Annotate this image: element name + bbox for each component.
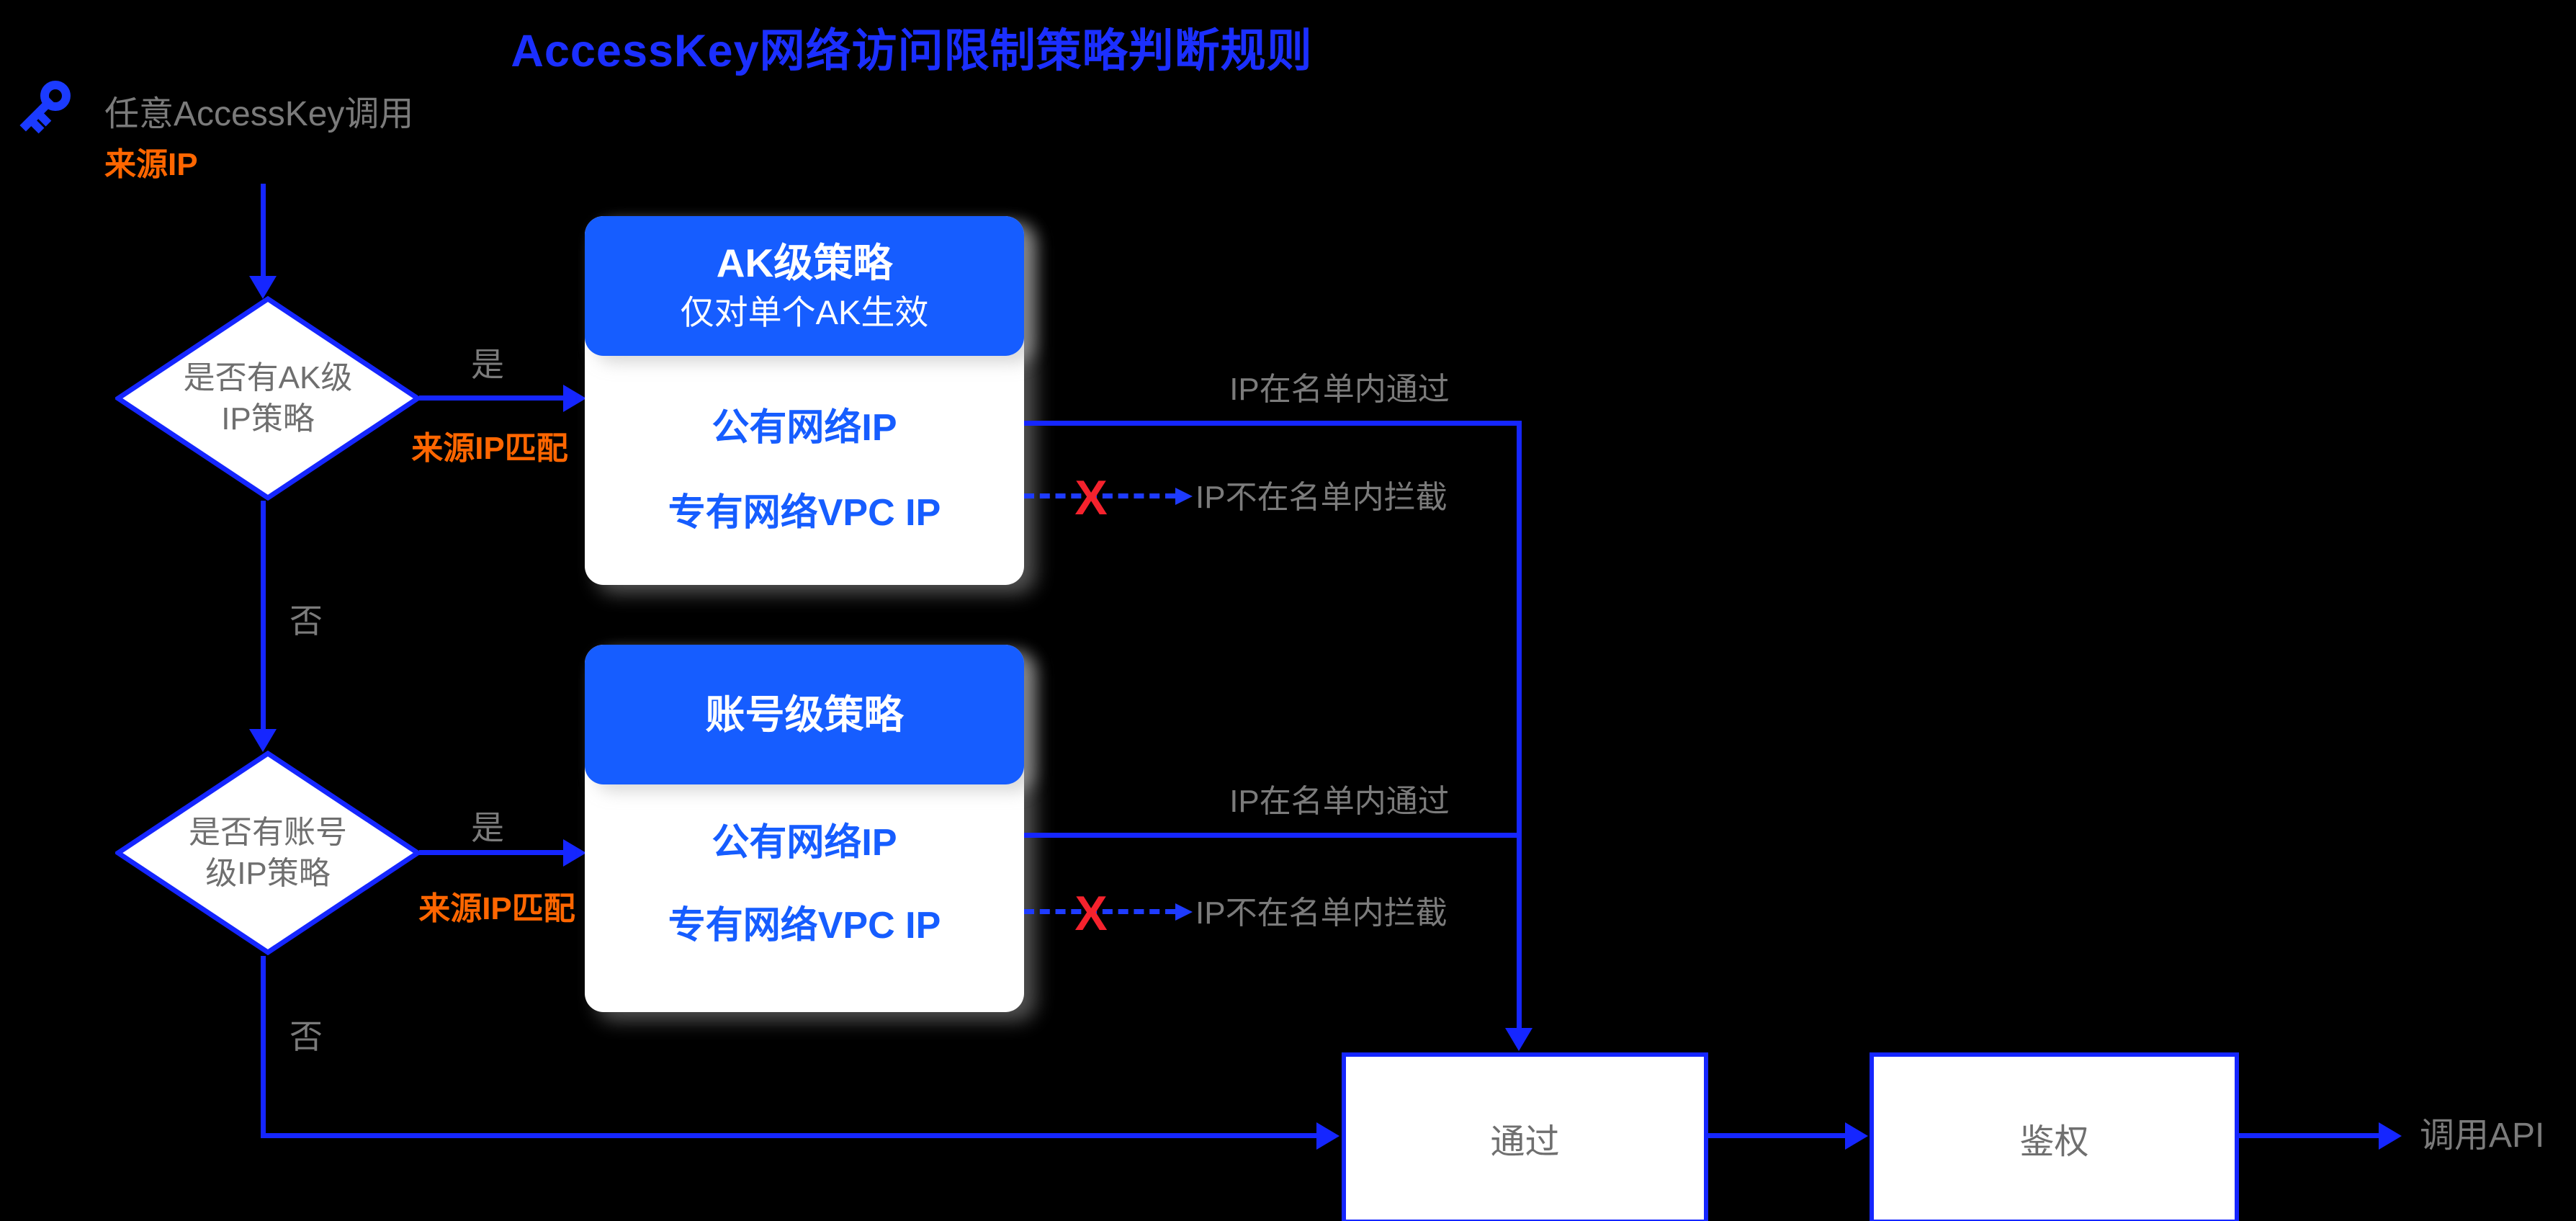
arrowhead-right-account-card [563, 839, 586, 867]
page-title: AccessKey网络访问限制策略判断规则 [511, 26, 1313, 76]
pass-box-label: 通过 [1490, 1123, 1560, 1161]
decision1-label: 是否有AK级 IP策略 [115, 357, 421, 439]
decision1-match-label: 来源IP匹配 [411, 431, 568, 466]
key-icon [19, 81, 71, 134]
auth-box: 鉴权 [1870, 1052, 2239, 1221]
connector-account-block-dashed [1024, 909, 1175, 914]
arrowhead-right-auth-box [1845, 1122, 1868, 1150]
start-label: 任意AccessKey调用 [104, 95, 414, 133]
api-call-label: 调用API [2420, 1117, 2545, 1155]
decision2-label: 是否有账号 级IP策略 [115, 812, 421, 894]
connector-decision2-no-right [261, 1133, 1318, 1138]
connector-auth-to-api [2235, 1133, 2379, 1138]
decision2-label-line1: 是否有账号 [189, 815, 347, 850]
decision1-label-line2: IP策略 [221, 401, 315, 437]
account-pass-label: IP在名单内通过 [1229, 784, 1450, 819]
account-policy-header-title: 账号级策略 [705, 692, 904, 737]
decision2-diamond [115, 751, 421, 955]
ak-block-x-mark: X [1074, 470, 1108, 525]
connector-decision2-to-account-card [419, 850, 563, 855]
arrowhead-down-pass-box [1505, 1028, 1532, 1051]
arrowhead-down-decision1 [249, 276, 277, 299]
ak-vpc-ip-label: 专有网络VPC IP [668, 492, 941, 534]
connector-pass-to-auth [1704, 1133, 1845, 1138]
decision2-yes-label: 是 [471, 809, 504, 846]
pass-box: 通过 [1342, 1052, 1708, 1221]
ak-policy-card: AK级策略 仅对单个AK生效 公有网络IP 专有网络VPC IP [585, 216, 1024, 585]
account-public-network-ip-label: 公有网络IP [712, 822, 897, 864]
account-policy-header: 账号级策略 [585, 645, 1024, 784]
auth-box-label: 鉴权 [2019, 1123, 2089, 1161]
ak-public-network-ip-label: 公有网络IP [712, 407, 897, 449]
connector-decision1-to-ak-card [419, 395, 563, 401]
ak-policy-header: AK级策略 仅对单个AK生效 [585, 216, 1024, 356]
account-block-x-mark: X [1074, 886, 1108, 941]
arrowhead-right-pass-box [1316, 1122, 1339, 1150]
decision1-diamond [115, 296, 421, 501]
connector-ak-pass [1024, 421, 1522, 426]
decision2-match-label: 来源IP匹配 [418, 891, 575, 926]
decision2-label-line2: 级IP策略 [205, 856, 331, 892]
decision2-no-label: 否 [290, 1018, 323, 1055]
connector-trunk-to-pass-box [1517, 421, 1522, 1029]
arrowhead-right-ak-card [563, 385, 586, 412]
arrowhead-down-decision2 [249, 729, 277, 752]
source-ip-label: 来源IP [104, 147, 198, 182]
decision1-yes-label: 是 [471, 346, 504, 383]
decision1-no-label: 否 [290, 602, 323, 640]
connector-ak-block-dashed [1024, 493, 1175, 498]
decision1-label-line1: 是否有AK级 [183, 360, 353, 395]
account-vpc-ip-label: 专有网络VPC IP [668, 905, 941, 947]
ak-block-label: IP不在名单内拦截 [1195, 480, 1448, 515]
account-policy-card: 账号级策略 公有网络IP 专有网络VPC IP [585, 645, 1024, 1012]
arrowhead-account-block [1175, 903, 1193, 921]
arrowhead-ak-block [1175, 488, 1193, 505]
ak-policy-header-subtitle: 仅对单个AK生效 [680, 292, 929, 331]
connector-decision2-no-down [261, 956, 266, 1138]
ak-policy-header-title: AK级策略 [716, 240, 893, 285]
ak-pass-label: IP在名单内通过 [1229, 372, 1450, 407]
connector-start-to-decision1 [261, 184, 266, 277]
account-block-label: IP不在名单内拦截 [1195, 895, 1448, 931]
connector-decision1-to-decision2 [261, 501, 266, 730]
arrowhead-right-api [2379, 1122, 2402, 1150]
connector-account-pass [1024, 833, 1522, 838]
